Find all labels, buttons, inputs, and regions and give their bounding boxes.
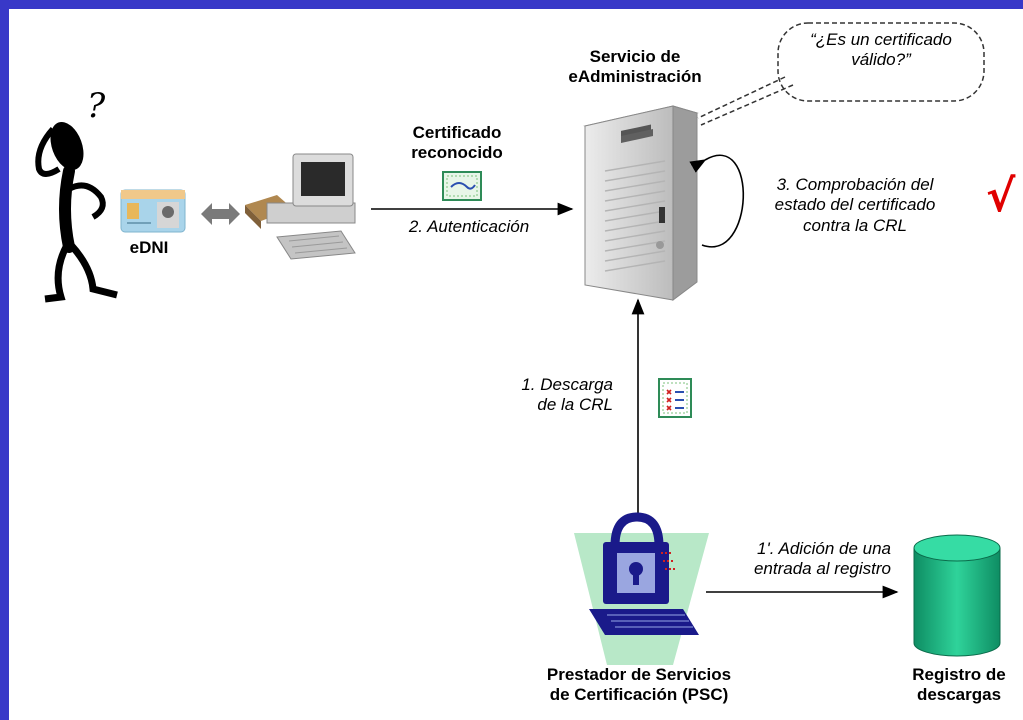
registry-label-line1: Registro de <box>912 665 1006 684</box>
service-title-line2: eAdministración <box>568 67 702 87</box>
step1b-label: 1'. Adición de una entrada al registro <box>711 539 891 580</box>
step3-line3: contra la CRL <box>803 215 907 235</box>
thought-line2: válido?” <box>851 50 911 70</box>
server-icon <box>583 105 699 301</box>
bidirectional-arrow-icon <box>201 203 240 225</box>
thought-line1: “¿Es un certificado <box>810 30 952 49</box>
psc-label-line2: de Certificación (PSC) <box>549 685 729 705</box>
registry-label: Registro de descargas <box>899 665 1019 706</box>
step1b-line2: entrada al registro <box>753 559 891 579</box>
certificate-label-line2: reconocido <box>411 143 503 163</box>
step1-line2: de la CRL <box>537 395 613 415</box>
certificate-icon <box>442 171 482 201</box>
step1-label: 1. Descarga de la CRL <box>483 375 613 416</box>
registry-database-icon <box>913 534 1001 657</box>
step1-line1: 1. Descarga <box>521 375 613 394</box>
diagram-graphics: ? <box>35 22 1001 665</box>
psc-label: Prestador de Servicios de Certificación … <box>519 665 759 706</box>
psc-computer-lock-icon <box>574 512 709 665</box>
step3-line2: estado del certificado <box>774 195 936 215</box>
service-title: Servicio de eAdministración <box>560 47 710 88</box>
registry-label-line2: descargas <box>916 685 1002 705</box>
step3-line1: 3. Comprobación del <box>776 175 934 194</box>
confused-person-icon: ? <box>35 86 118 303</box>
edni-label: eDNI <box>129 238 169 257</box>
check-mark-icon: √ <box>986 171 1016 222</box>
certificate-label: Certificado reconocido <box>392 123 522 164</box>
step1b-line1: 1'. Adición de una <box>757 539 891 558</box>
certificate-label-line1: Certificado <box>412 123 502 142</box>
psc-label-line1: Prestador de Servicios <box>546 665 732 684</box>
step3-label: 3. Comprobación del estado del certifica… <box>755 175 955 236</box>
step2-label: 2. Autenticación <box>408 217 530 236</box>
thought-text: “¿Es un certificado válido?” <box>781 30 981 71</box>
svg-text:?: ? <box>87 86 106 126</box>
edni-card-icon <box>120 189 186 233</box>
diagram-canvas: ? <box>9 9 1023 720</box>
self-check-loop-arrow <box>689 154 745 248</box>
desktop-computer-icon <box>245 153 356 260</box>
crl-document-icon <box>658 378 692 418</box>
thought-bubble <box>697 22 985 126</box>
service-title-line1: Servicio de <box>589 47 681 66</box>
